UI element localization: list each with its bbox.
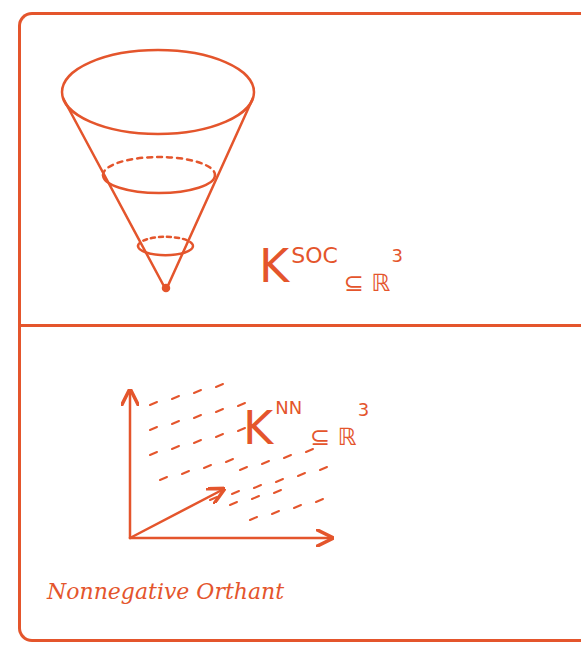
math-label: ⊆ ℝ [344, 271, 391, 295]
math-label: NN [275, 399, 302, 417]
caption-text: Nonnegative Orthant [47, 581, 284, 603]
math-label: 3 [358, 401, 369, 419]
math-label: 3 [392, 247, 403, 265]
panel-box: KSOC ⊆ ℝ3 [18, 12, 581, 327]
math-label: ⊆ ℝ [310, 425, 357, 449]
panel-box: KNN ⊆ ℝ3Nonnegative Orthant [18, 324, 581, 642]
math-label: K [243, 405, 273, 451]
math-label: SOC [291, 245, 338, 267]
math-label: K [259, 243, 289, 289]
